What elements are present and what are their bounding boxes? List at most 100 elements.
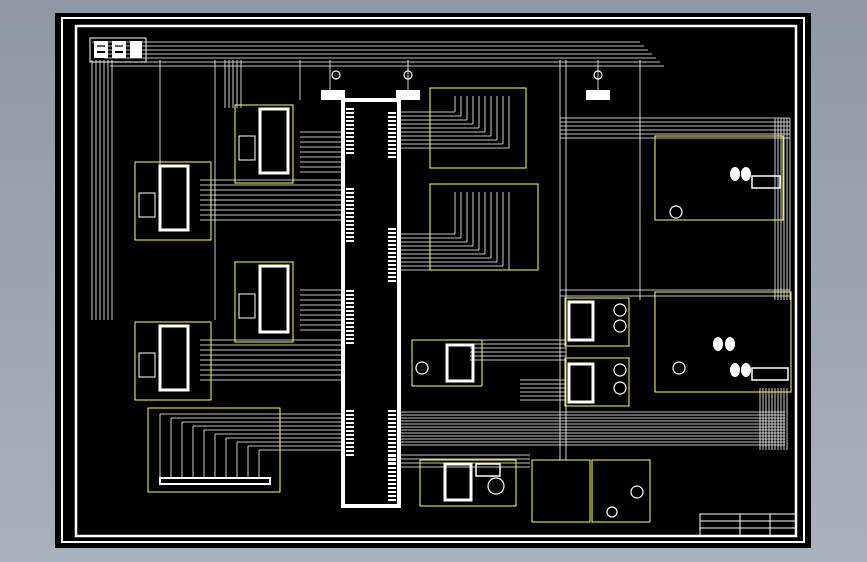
mcu-pin bbox=[346, 204, 354, 206]
mcu-pin bbox=[388, 268, 396, 270]
motor-driver-outline bbox=[654, 291, 792, 393]
mcu-pin bbox=[346, 144, 354, 146]
header-strip bbox=[159, 477, 271, 485]
relay-coil bbox=[613, 303, 627, 317]
mcu-pin bbox=[346, 434, 354, 436]
relay-coil bbox=[613, 363, 627, 377]
mcu-pin bbox=[346, 116, 354, 118]
mcu-pin bbox=[346, 306, 354, 308]
connector bbox=[138, 192, 156, 218]
mcu-pin bbox=[388, 156, 396, 158]
mcu-pin bbox=[346, 200, 354, 202]
bus-header-outline bbox=[147, 407, 281, 493]
mcu-pin bbox=[346, 450, 354, 452]
mcu-pin bbox=[346, 232, 354, 234]
mcu-pin bbox=[346, 112, 354, 114]
mcu-pin bbox=[346, 326, 354, 328]
mcu-pin bbox=[346, 446, 354, 448]
mcu-pin bbox=[388, 148, 396, 150]
driver-chip bbox=[158, 164, 190, 232]
relay-coil bbox=[613, 319, 627, 333]
mcu-pin bbox=[346, 236, 354, 238]
mcu-pin bbox=[346, 310, 354, 312]
mcu-pin bbox=[346, 196, 354, 198]
mcu-pin bbox=[346, 318, 354, 320]
mcu-pin bbox=[388, 455, 396, 457]
mcu-pin bbox=[346, 438, 354, 440]
mcu-pin bbox=[346, 294, 354, 296]
mcu-pin bbox=[388, 260, 396, 262]
mcu-pin bbox=[388, 124, 396, 126]
mcu-pin bbox=[346, 314, 354, 316]
mcu-pin bbox=[388, 120, 396, 122]
mcu-pin bbox=[388, 483, 396, 485]
mcu-pin bbox=[388, 136, 396, 138]
mcu-pin bbox=[346, 418, 354, 420]
mcu-pin bbox=[388, 426, 396, 428]
mcu-pin bbox=[388, 112, 396, 114]
mcu-pin bbox=[346, 216, 354, 218]
mcu-pin bbox=[388, 410, 396, 412]
relay-coil bbox=[613, 381, 627, 395]
mcu-pin bbox=[388, 471, 396, 473]
mcu-pin bbox=[388, 418, 396, 420]
mcu-pin bbox=[388, 442, 396, 444]
driver-chip bbox=[258, 264, 290, 334]
mcu-pin bbox=[346, 334, 354, 336]
outer-frame bbox=[61, 17, 805, 543]
mcu-pin bbox=[346, 338, 354, 340]
mcu-pin bbox=[388, 152, 396, 154]
mcu-pin bbox=[388, 463, 396, 465]
transistor bbox=[730, 363, 740, 377]
mcu-pin bbox=[388, 252, 396, 254]
motor-driver-outline bbox=[654, 135, 784, 221]
mcu-pin bbox=[388, 272, 396, 274]
motor-circle bbox=[672, 361, 686, 375]
mcu-pin bbox=[388, 475, 396, 477]
mcu-pin bbox=[346, 442, 354, 444]
probe-point bbox=[403, 70, 413, 80]
mcu-pin bbox=[388, 491, 396, 493]
connector bbox=[238, 135, 256, 161]
motor-terminal bbox=[751, 175, 781, 189]
inner-frame bbox=[74, 24, 798, 538]
transistor bbox=[713, 337, 723, 351]
driver-chip bbox=[158, 324, 190, 392]
mcu-pin bbox=[388, 256, 396, 258]
mcu-pin bbox=[388, 116, 396, 118]
relay-block-outline bbox=[564, 357, 630, 407]
bottom-relay-outline bbox=[531, 459, 591, 523]
sensor-circle bbox=[415, 361, 429, 375]
wire-bundle bbox=[91, 41, 791, 478]
bottom-coil bbox=[606, 506, 618, 518]
relay-chip bbox=[567, 362, 595, 404]
mcu-pin bbox=[388, 446, 396, 448]
mcu-pin bbox=[388, 248, 396, 250]
relay-chip bbox=[567, 300, 595, 342]
mcu-pin bbox=[346, 290, 354, 292]
mcu-pin bbox=[346, 454, 354, 456]
mcu-pin bbox=[346, 192, 354, 194]
connector bbox=[238, 293, 256, 319]
mcu-pin bbox=[346, 430, 354, 432]
mcu-pin bbox=[346, 212, 354, 214]
mcu-pin bbox=[346, 240, 354, 242]
mcu-pin bbox=[388, 140, 396, 142]
probe-point bbox=[593, 70, 603, 80]
mcu-pin bbox=[346, 426, 354, 428]
power-circle bbox=[487, 477, 505, 495]
mcu-pin bbox=[346, 298, 354, 300]
mcu-pin bbox=[346, 224, 354, 226]
sensor-block-outline bbox=[411, 339, 483, 387]
mcu-pin bbox=[388, 434, 396, 436]
mcu-pin bbox=[388, 264, 396, 266]
motor-terminal bbox=[751, 367, 789, 381]
sensor-chip bbox=[445, 343, 475, 383]
regulator-chip bbox=[443, 462, 473, 502]
mcu-pin bbox=[388, 232, 396, 234]
component-blocks bbox=[134, 70, 792, 523]
driver-module-outline bbox=[134, 161, 212, 241]
drawing-sheet bbox=[55, 13, 811, 548]
transistor bbox=[725, 337, 735, 351]
